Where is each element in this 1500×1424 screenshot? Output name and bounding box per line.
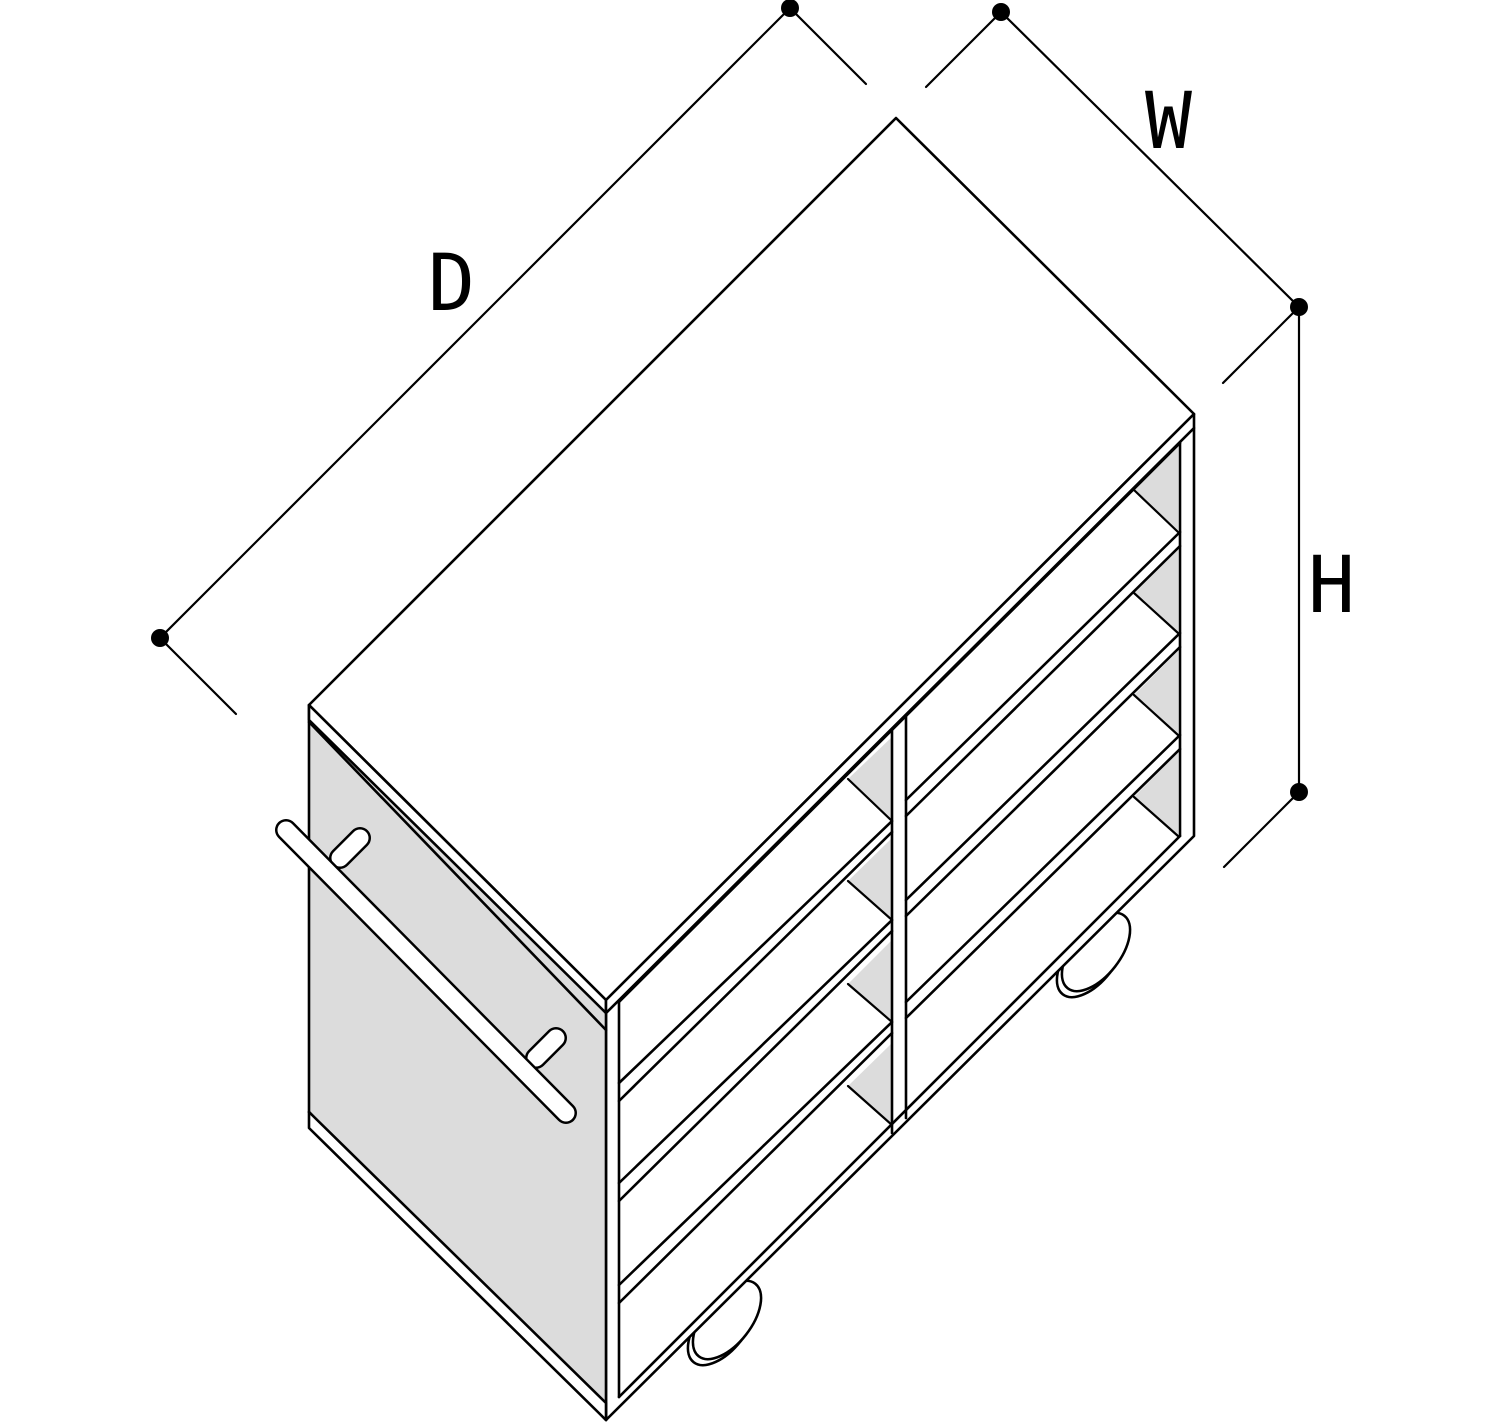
compartment-diagonals: [846, 488, 1180, 1127]
dimension-d-label: D: [428, 239, 475, 329]
handle-post-bottom: [525, 1027, 567, 1069]
top-surface: [307, 116, 1196, 1015]
wheels: [686, 911, 1132, 1367]
handle-bar: [275, 819, 577, 1124]
dimension-w: W: [924, 3, 1308, 385]
dimension-d-end-dot: [781, 0, 799, 17]
shelves-left: [617, 819, 894, 1305]
shelves-right: [904, 530, 1182, 1020]
wheel-front: [686, 1279, 763, 1367]
compartment-shading: [848, 446, 1178, 1125]
handle-post-top: [329, 827, 371, 869]
dimension-w-label: W: [1145, 77, 1192, 167]
dimension-h-label: H: [1308, 541, 1355, 631]
dimension-d: D: [151, 0, 868, 716]
handle: [275, 819, 577, 1124]
dimension-d-start-dot: [151, 629, 169, 647]
side-panel: [307, 703, 608, 1422]
dimension-w-start-dot: [992, 3, 1010, 21]
dimension-h-end-dot: [1290, 783, 1308, 801]
dimension-h: H: [1222, 305, 1355, 869]
